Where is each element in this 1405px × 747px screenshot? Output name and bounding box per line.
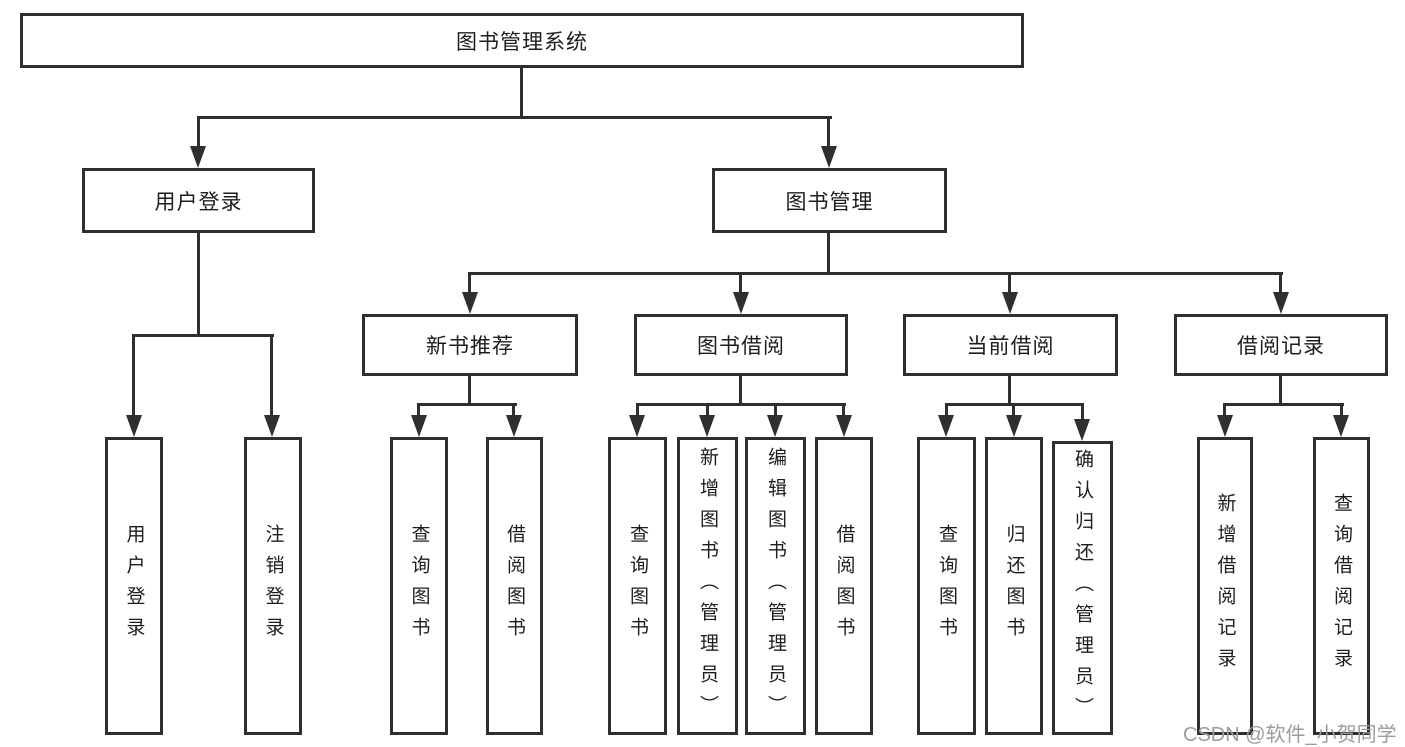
connector-line: [132, 334, 274, 337]
leaf-current-query-books: 查询图书: [917, 437, 976, 735]
leaf-newrec-query-books: 查询图书: [390, 437, 448, 735]
leaf-current-return-books: 归还图书: [985, 437, 1043, 735]
arrow-down-icon: [1273, 292, 1289, 314]
connector-line: [827, 118, 830, 150]
connector-line: [417, 403, 517, 406]
node-label: 用户登录: [154, 190, 243, 214]
connector-line: [270, 336, 273, 418]
arrow-down-icon: [733, 292, 749, 314]
node-new-book-recommend: 新书推荐: [362, 314, 578, 376]
connector-line: [1279, 376, 1282, 405]
arrow-down-icon: [462, 292, 478, 314]
arrow-down-icon: [411, 415, 427, 437]
connector-line: [636, 405, 639, 419]
node-label: 查询借阅记录: [1331, 493, 1352, 679]
connector-line: [468, 376, 471, 405]
arrow-down-icon: [1217, 415, 1233, 437]
connector-line: [417, 405, 420, 419]
arrow-down-icon: [629, 415, 645, 437]
arrow-down-icon: [190, 146, 206, 168]
connector-line: [774, 405, 777, 419]
connector-line: [706, 405, 709, 419]
arrow-down-icon: [264, 415, 280, 437]
node-book-management: 图书管理: [712, 168, 947, 233]
node-label: 图书管理: [785, 190, 874, 214]
node-label: 图书管理系统: [456, 30, 588, 54]
node-book-borrowing: 图书借阅: [634, 314, 848, 376]
connector-line: [739, 274, 742, 294]
connector-line: [945, 403, 1084, 406]
arrow-down-icon: [1006, 415, 1022, 437]
node-label: 注销登录: [262, 524, 284, 648]
watermark: CSDN @软件_小贺同学: [1183, 724, 1397, 746]
connector-line: [636, 403, 846, 406]
connector-line: [1008, 376, 1011, 405]
connector-line: [468, 272, 1283, 275]
leaf-borrowing-edit-books-admin: 编辑图书（管理员）: [745, 437, 806, 735]
node-label: 查询图书: [627, 524, 648, 648]
node-label: 新书推荐: [426, 335, 514, 358]
connector-line: [1012, 405, 1015, 419]
arrow-down-icon: [836, 415, 852, 437]
connector-line: [468, 274, 471, 294]
node-label: 当前借阅: [966, 335, 1055, 358]
leaf-records-query-borrow-record: 查询借阅记录: [1313, 437, 1370, 735]
node-label: 归还图书: [1003, 524, 1025, 648]
connector-line: [827, 233, 830, 274]
node-label: 借阅图书: [833, 524, 855, 648]
leaf-records-add-borrow-record: 新增借阅记录: [1197, 437, 1253, 735]
node-label: 借阅图书: [504, 524, 525, 648]
leaf-user-login: 用户登录: [105, 437, 163, 735]
connector-line: [1081, 405, 1084, 421]
node-label: 编辑图书（管理员）: [765, 446, 786, 726]
connector-line: [842, 405, 845, 419]
node-label: 借阅记录: [1237, 335, 1325, 358]
node-label: 查询图书: [936, 524, 957, 648]
node-label: 用户登录: [123, 524, 145, 648]
node-label: 新增图书（管理员）: [697, 446, 718, 726]
leaf-borrowing-query-books: 查询图书: [608, 437, 667, 735]
node-borrow-records: 借阅记录: [1174, 314, 1388, 376]
connector-line: [1223, 403, 1344, 406]
arrow-down-icon: [1002, 292, 1018, 314]
connector-line: [1008, 274, 1011, 294]
node-book-management-system: 图书管理系统: [20, 13, 1024, 68]
arrow-down-icon: [1333, 415, 1349, 437]
connector-line: [512, 405, 515, 419]
node-label: 新增借阅记录: [1214, 493, 1236, 679]
connector-line: [1223, 405, 1226, 419]
leaf-logout: 注销登录: [244, 437, 302, 735]
arrow-down-icon: [1074, 419, 1090, 441]
connector-line: [197, 233, 200, 336]
connector-line: [197, 118, 200, 150]
leaf-borrowing-borrow-books: 借阅图书: [815, 437, 873, 735]
arrow-down-icon: [938, 415, 954, 437]
arrow-down-icon: [126, 415, 142, 437]
arrow-down-icon: [821, 146, 837, 168]
arrow-down-icon: [506, 415, 522, 437]
connector-line: [945, 405, 948, 419]
arrow-down-icon: [699, 415, 715, 437]
leaf-current-confirm-return-admin: 确认归还（管理员）: [1052, 441, 1113, 735]
connector-line: [1340, 405, 1343, 419]
node-label: 图书借阅: [697, 335, 785, 358]
node-user-login: 用户登录: [82, 168, 315, 233]
node-label: 查询图书: [408, 524, 430, 648]
connector-line: [197, 116, 832, 119]
connector-line: [132, 336, 135, 418]
connector-line: [1279, 274, 1282, 294]
leaf-newrec-borrow-books: 借阅图书: [486, 437, 543, 735]
arrow-down-icon: [767, 415, 783, 437]
leaf-borrowing-add-books-admin: 新增图书（管理员）: [677, 437, 738, 735]
connector-line: [520, 68, 523, 118]
node-current-borrowing: 当前借阅: [903, 314, 1118, 376]
connector-line: [739, 376, 742, 405]
node-label: 确认归还（管理员）: [1072, 448, 1093, 728]
